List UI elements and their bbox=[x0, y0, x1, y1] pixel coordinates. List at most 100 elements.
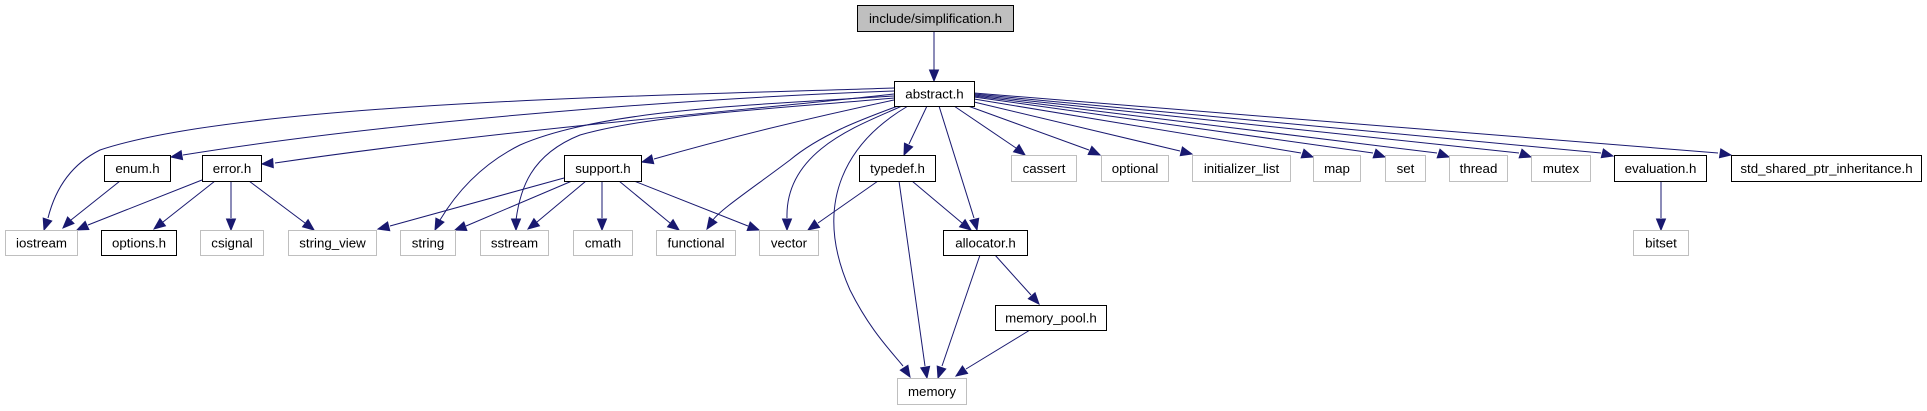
arrowhead-icon bbox=[62, 216, 75, 229]
node-label: enum.h bbox=[115, 161, 159, 176]
node-box bbox=[759, 230, 819, 256]
node-label: bitset bbox=[1645, 236, 1677, 251]
node-simplification[interactable]: include/simplification.h bbox=[857, 5, 1014, 32]
edge-line bbox=[70, 180, 121, 221]
arrowhead-icon bbox=[1087, 145, 1102, 156]
arrowhead-icon bbox=[526, 217, 541, 230]
arrowhead-icon bbox=[919, 365, 931, 380]
edge-line bbox=[973, 101, 1181, 152]
arrowhead-icon bbox=[75, 220, 90, 231]
node-label: memory bbox=[908, 384, 956, 399]
node-memory-pool[interactable]: memory_pool.h bbox=[995, 305, 1107, 331]
arrowhead-icon bbox=[301, 218, 316, 231]
node-error[interactable]: error.h bbox=[202, 155, 262, 182]
node-box bbox=[857, 5, 1014, 32]
edge-line bbox=[908, 105, 928, 145]
edge-support-to-vector bbox=[633, 180, 761, 231]
node-std-shared[interactable]: std_shared_ptr_inheritance.h bbox=[1731, 155, 1922, 182]
node-label: abstract.h bbox=[905, 87, 963, 102]
node-label: memory_pool.h bbox=[1005, 311, 1097, 326]
edge-line bbox=[965, 329, 1031, 370]
arrowhead-icon bbox=[706, 216, 718, 231]
node-allocator[interactable]: allocator.h bbox=[943, 230, 1028, 256]
arrowhead-icon bbox=[510, 218, 522, 232]
edge-abstract-to-std_shared bbox=[973, 92, 1733, 159]
node-support[interactable]: support.h bbox=[564, 155, 642, 182]
edge-evaluation-to-bitset bbox=[1655, 181, 1667, 232]
edge-line bbox=[973, 96, 1374, 154]
edge-line bbox=[973, 93, 1602, 154]
node-box bbox=[1385, 155, 1426, 182]
node-optional: optional bbox=[1101, 155, 1169, 182]
arrowhead-icon bbox=[1012, 143, 1027, 156]
node-options[interactable]: options.h bbox=[101, 230, 177, 256]
edge-abstract-to-typedef bbox=[903, 105, 928, 157]
node-box bbox=[1192, 155, 1291, 182]
node-string: string bbox=[400, 230, 456, 256]
node-box bbox=[288, 230, 377, 256]
edge-typedef-to-vector bbox=[806, 180, 879, 231]
node-evaluation[interactable]: evaluation.h bbox=[1614, 155, 1707, 182]
edge-abstract-to-initializer_list bbox=[973, 101, 1194, 157]
edge-line bbox=[87, 179, 203, 226]
edge-line bbox=[967, 105, 1090, 151]
arrowhead-icon bbox=[1027, 291, 1040, 305]
edge-allocator-to-memory_pool bbox=[994, 254, 1040, 305]
node-abstract[interactable]: abstract.h bbox=[894, 81, 975, 107]
edge-line bbox=[618, 180, 671, 224]
edge-enum-to-iostream bbox=[62, 180, 121, 229]
node-label: sstream bbox=[491, 236, 538, 251]
node-label: include/simplification.h bbox=[869, 11, 1002, 26]
edge-abstract-to-thread bbox=[973, 95, 1451, 159]
node-box bbox=[1101, 155, 1169, 182]
arrowhead-icon bbox=[260, 157, 274, 169]
node-box bbox=[1531, 155, 1591, 182]
node-label: typedef.h bbox=[870, 161, 925, 176]
arrowhead-icon bbox=[169, 149, 184, 161]
node-box bbox=[859, 155, 936, 182]
edge-line bbox=[515, 97, 895, 221]
edge-line bbox=[633, 180, 749, 227]
arrowhead-icon bbox=[596, 218, 608, 232]
edge-line bbox=[833, 105, 909, 367]
edge-line bbox=[938, 105, 975, 219]
node-label: csignal bbox=[211, 236, 252, 251]
arrowhead-icon bbox=[152, 217, 167, 230]
edge-line bbox=[465, 180, 573, 227]
arrowhead-icon bbox=[1518, 148, 1533, 159]
edge-support-to-functional bbox=[618, 180, 681, 231]
edge-abstract-to-sstream bbox=[510, 97, 895, 232]
arrowhead-icon bbox=[954, 365, 969, 377]
node-iostream: iostream bbox=[5, 230, 78, 256]
node-box bbox=[573, 230, 633, 256]
node-box bbox=[943, 230, 1028, 256]
node-label: evaluation.h bbox=[1625, 161, 1697, 176]
node-label: thread bbox=[1460, 161, 1498, 176]
edge-abstract-to-set bbox=[973, 96, 1387, 159]
node-cassert: cassert bbox=[1011, 155, 1077, 182]
arrowhead-icon bbox=[899, 364, 911, 379]
edge-line bbox=[182, 90, 895, 156]
node-label: functional bbox=[668, 236, 725, 251]
edge-line bbox=[973, 92, 1719, 154]
edge-line bbox=[389, 177, 565, 227]
arrowhead-icon bbox=[903, 142, 914, 157]
node-box bbox=[656, 230, 736, 256]
nodes-layer: include/simplification.h abstract.h enum.h… bbox=[5, 5, 1922, 405]
node-map: map bbox=[1313, 155, 1361, 182]
edge-line bbox=[973, 98, 1302, 154]
node-box bbox=[200, 230, 264, 256]
arrowhead-icon bbox=[640, 154, 655, 165]
edge-abstract-to-enum bbox=[169, 90, 895, 161]
node-typedef[interactable]: typedef.h bbox=[859, 155, 936, 182]
node-label: initializer_list bbox=[1204, 161, 1280, 176]
arrowhead-icon bbox=[746, 221, 761, 231]
node-enum[interactable]: enum.h bbox=[104, 155, 171, 182]
node-box bbox=[897, 378, 967, 405]
edge-line bbox=[973, 94, 1520, 154]
edge-abstract-to-mutex bbox=[973, 94, 1533, 159]
arrowhead-icon bbox=[453, 221, 468, 231]
edge-line bbox=[162, 180, 216, 223]
node-label: iostream bbox=[16, 236, 67, 251]
